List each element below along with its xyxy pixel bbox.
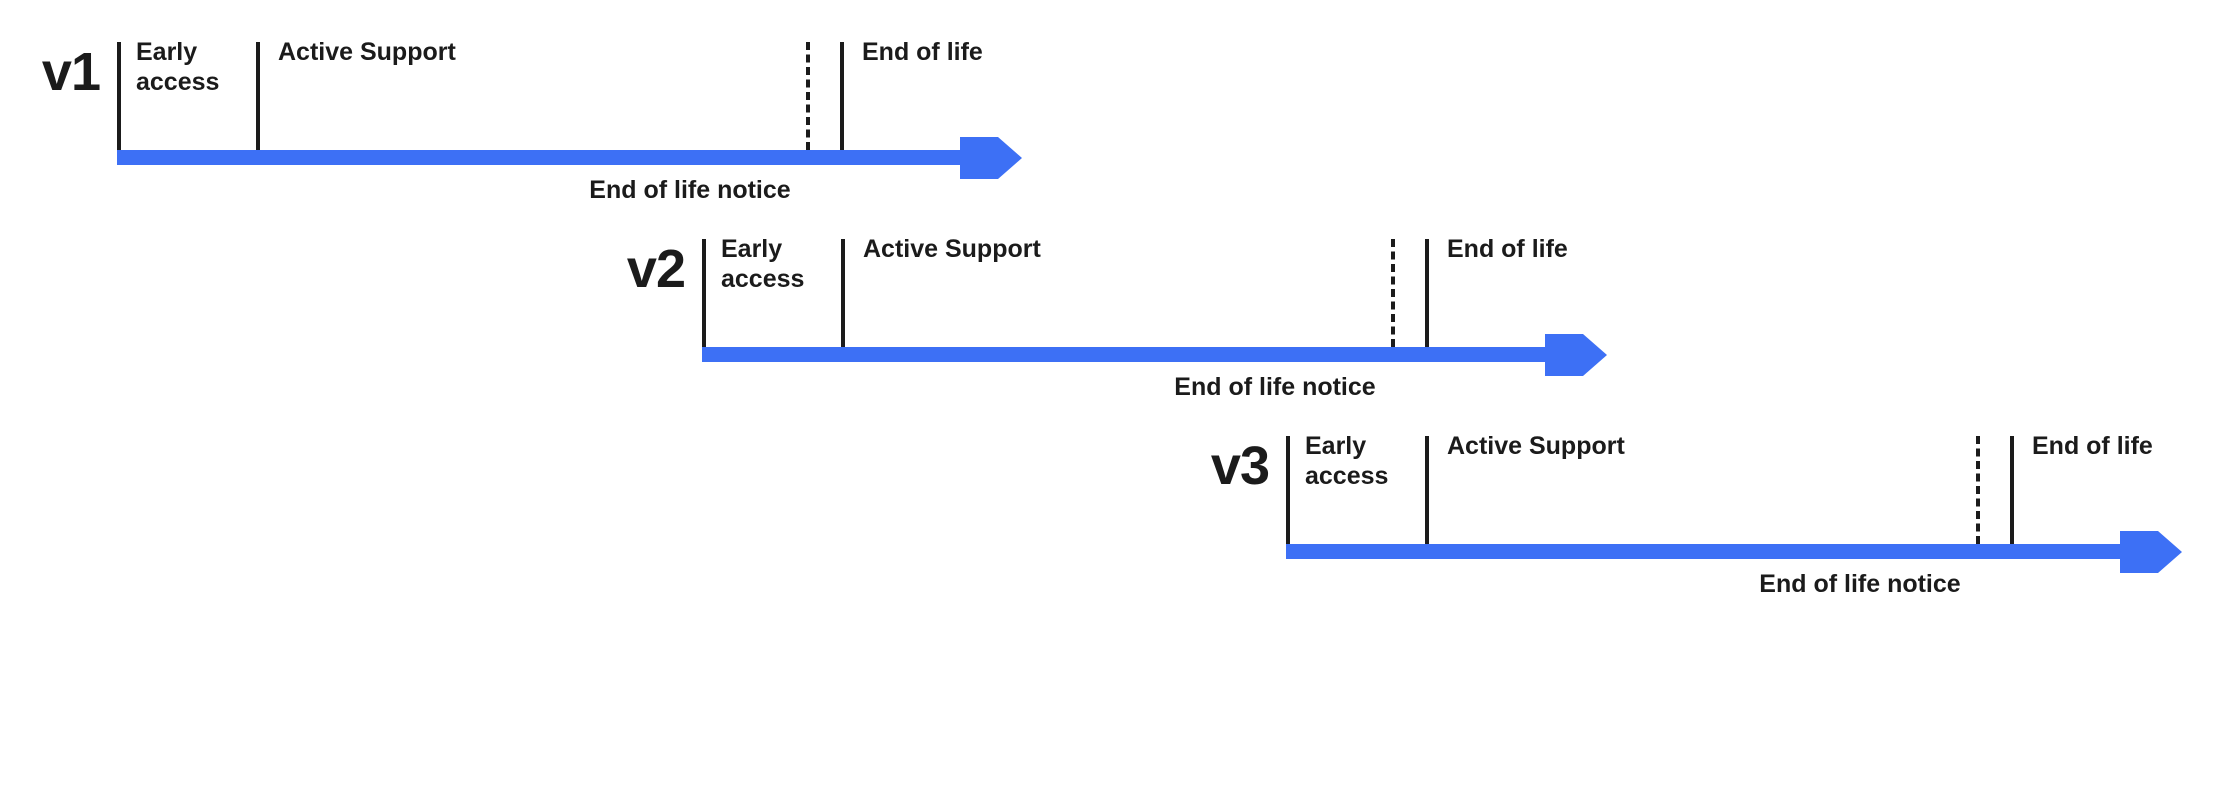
timeline-bar-v1 <box>117 150 980 165</box>
timeline-arrow-head-v2 <box>1543 318 1611 392</box>
tick-active-support-v2 <box>841 239 845 347</box>
timeline-bar-v3 <box>1286 544 2140 559</box>
phase-label-end-of-life-v1: End of life <box>862 38 983 66</box>
phase-label-end-of-life-v3: End of life <box>2032 432 2153 460</box>
eol-notice-label-v2: End of life notice <box>1174 373 1376 401</box>
tick-start-v2 <box>702 239 706 347</box>
timeline-arrow-head-v3 <box>2118 515 2186 589</box>
tick-end-of-life-v3 <box>2010 436 2014 544</box>
version-label-v1: v1 <box>41 42 101 102</box>
tick-eol-notice-v1 <box>806 42 810 150</box>
tick-eol-notice-v3 <box>1976 436 1980 544</box>
phase-label-early-access-v3: Early access <box>1305 432 1389 490</box>
tick-end-of-life-v2 <box>1425 239 1429 347</box>
tick-start-v3 <box>1286 436 1290 544</box>
version-label-v2: v2 <box>626 239 686 299</box>
phase-label-early-access-v2: Early access <box>721 235 805 293</box>
phase-label-early-access-v1: Early access <box>136 38 220 96</box>
phase-label-active-support-v1: Active Support <box>278 38 456 66</box>
timeline-arrow-head-v1 <box>958 121 1026 195</box>
eol-notice-label-v3: End of life notice <box>1759 570 1961 598</box>
phase-label-active-support-v2: Active Support <box>863 235 1041 263</box>
version-label-v3: v3 <box>1210 436 1270 496</box>
tick-end-of-life-v1 <box>840 42 844 150</box>
tick-active-support-v3 <box>1425 436 1429 544</box>
eol-notice-label-v1: End of life notice <box>589 176 791 204</box>
timeline-bar-v2 <box>702 347 1565 362</box>
tick-eol-notice-v2 <box>1391 239 1395 347</box>
tick-active-support-v1 <box>256 42 260 150</box>
phase-label-end-of-life-v2: End of life <box>1447 235 1568 263</box>
phase-label-active-support-v3: Active Support <box>1447 432 1625 460</box>
tick-start-v1 <box>117 42 121 150</box>
